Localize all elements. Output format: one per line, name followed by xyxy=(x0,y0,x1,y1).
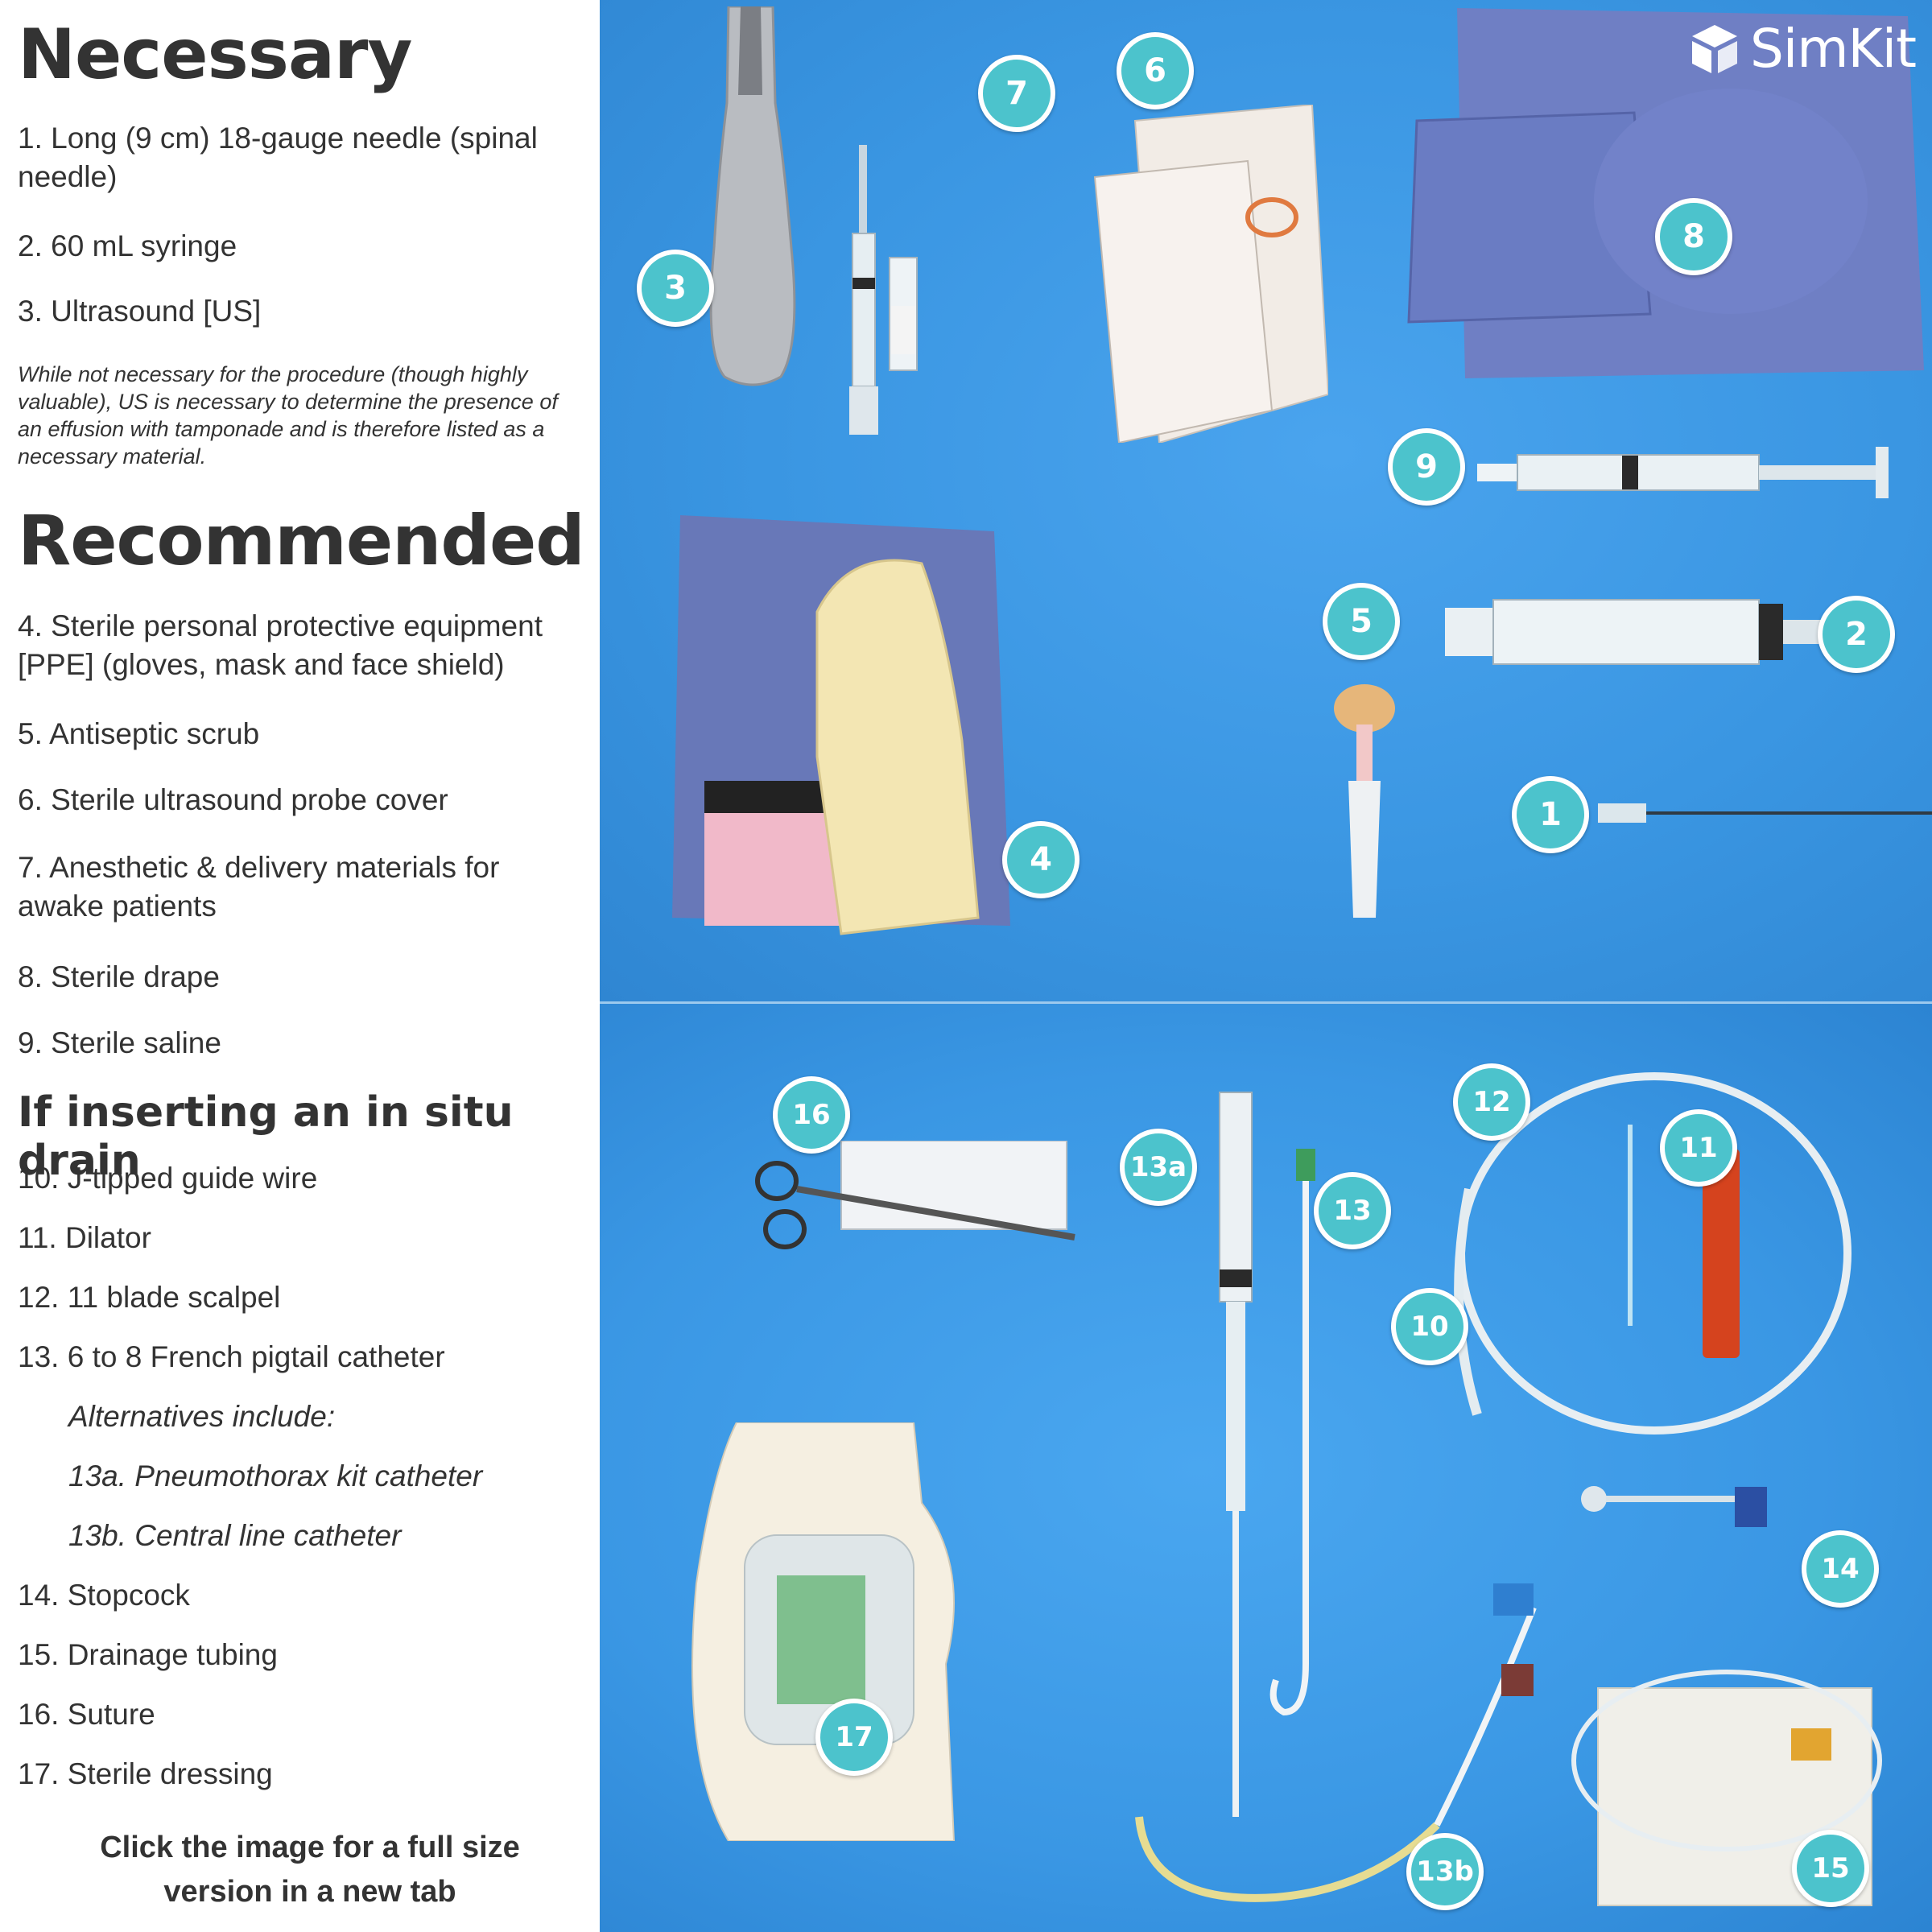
sterile-dressing xyxy=(691,1422,956,1841)
alternatives-label: Alternatives include: xyxy=(68,1400,336,1433)
list-item-13b: 13b. Central line catheter xyxy=(68,1519,402,1552)
pigtail-catheter xyxy=(1269,1149,1315,1716)
ppe-bundle xyxy=(672,515,1010,935)
list-item-3: 3. Ultrasound [US] xyxy=(18,295,262,328)
badge-13b: 13b xyxy=(1406,1833,1484,1910)
stopcock xyxy=(1581,1486,1767,1527)
list-item-15: 15. Drainage tubing xyxy=(18,1638,278,1671)
badge-4: 4 xyxy=(1002,821,1080,898)
list-item-12: 12. 11 blade scalpel xyxy=(18,1281,281,1314)
bottom-equipment-photo[interactable]: 10 11 12 13 13a 13b 14 15 16 17 xyxy=(600,1004,1932,1932)
top-equipment-photo[interactable]: 1 2 3 4 5 6 7 8 9 SimKit xyxy=(600,0,1932,1001)
list-item-5: 5. Antiseptic scrub xyxy=(18,717,260,750)
central-line-catheter xyxy=(1135,1583,1537,1902)
badge-15: 15 xyxy=(1792,1830,1869,1907)
list-item-1: 1. Long (9 cm) 18-gauge needle (spinal n… xyxy=(18,122,538,193)
badge-14: 14 xyxy=(1802,1530,1879,1608)
list-item-17: 17. Sterile dressing xyxy=(18,1757,273,1790)
drain-heading: If inserting an in situ drain xyxy=(18,1088,514,1185)
pneumothorax-kit-catheter xyxy=(1219,1092,1253,1817)
list-item-14: 14. Stopcock xyxy=(18,1579,190,1612)
ultrasound-probe xyxy=(709,6,796,386)
badge-9: 9 xyxy=(1388,428,1465,506)
list-item-9: 9. Sterile saline xyxy=(18,1026,221,1059)
badge-11: 11 xyxy=(1660,1109,1737,1187)
spinal-needle xyxy=(1598,803,1932,823)
badge-8: 8 xyxy=(1655,198,1732,275)
60ml-syringe xyxy=(1445,599,1823,665)
list-item-10: 10. J-tipped guide wire xyxy=(18,1162,318,1195)
list-item-16: 16. Suture xyxy=(18,1698,155,1731)
necessary-heading: Necessary xyxy=(18,14,412,95)
antiseptic-scrub xyxy=(1334,684,1395,918)
badge-7: 7 xyxy=(978,55,1055,132)
badge-5: 5 xyxy=(1323,583,1400,660)
badge-10: 10 xyxy=(1391,1288,1468,1365)
list-item-7: 7. Anesthetic & delivery materials for a… xyxy=(18,851,500,923)
badge-16: 16 xyxy=(773,1076,850,1154)
probe-cover-package xyxy=(1093,105,1328,443)
badge-2: 2 xyxy=(1818,596,1895,673)
badge-17: 17 xyxy=(815,1699,893,1776)
badge-13a: 13a xyxy=(1120,1129,1197,1206)
simkit-logo: SimKit xyxy=(1687,18,1917,80)
badge-12: 12 xyxy=(1453,1063,1530,1141)
badge-3: 3 xyxy=(637,250,714,327)
list-item-8: 8. Sterile drape xyxy=(18,960,220,993)
full-size-link[interactable]: Click the image for a full size version … xyxy=(100,1831,520,1909)
simkit-logo-text: SimKit xyxy=(1749,18,1917,80)
badge-6: 6 xyxy=(1117,32,1194,109)
recommended-heading: Recommended xyxy=(18,501,585,581)
badge-13: 13 xyxy=(1314,1172,1391,1249)
guidewire-dilator-scalpel xyxy=(1454,1072,1852,1435)
list-item-4: 4. Sterile personal protective equipment… xyxy=(18,609,543,681)
list-item-2: 2. 60 mL syringe xyxy=(18,229,237,262)
list-item-13: 13. 6 to 8 French pigtail catheter xyxy=(18,1340,445,1373)
badge-1: 1 xyxy=(1512,776,1589,853)
list-item-6: 6. Sterile ultrasound probe cover xyxy=(18,783,448,816)
anesthetic-syringe xyxy=(849,145,918,435)
suture-kit xyxy=(755,1141,1075,1249)
saline-syringe xyxy=(1477,447,1889,498)
simkit-cube-icon xyxy=(1691,24,1737,73)
list-item-11: 11. Dilator xyxy=(18,1221,151,1254)
photo-divider xyxy=(600,1001,1932,1004)
list-item-13a: 13a. Pneumothorax kit catheter xyxy=(68,1459,483,1492)
ultrasound-note: While not necessary for the procedure (t… xyxy=(18,362,558,469)
materials-list-panel: Necessary 1. Long (9 cm) 18-gauge needle… xyxy=(0,0,600,1932)
